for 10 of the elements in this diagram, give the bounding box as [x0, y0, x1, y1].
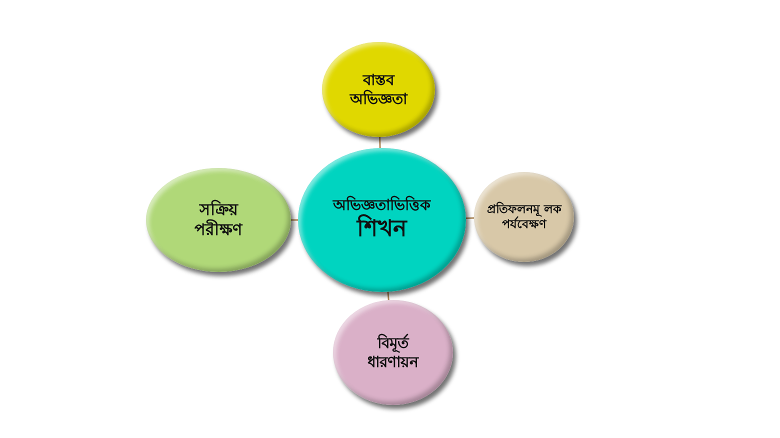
stage-label: অভিজ্ঞতাভিত্তিক — [333, 196, 431, 214]
stage-label: বাস্তব অভিজ্ঞতা — [348, 70, 409, 108]
connector-line — [387, 292, 390, 300]
stage-label: প্রতিফলনমূ লক পর্যবেক্ষণ — [486, 202, 563, 232]
connector-line — [466, 217, 474, 219]
connector-line — [291, 219, 298, 221]
stage-label: বিমূর্ত ধারণায়ন — [366, 334, 420, 372]
stage-label: সক্রিয় পরীক্ষণ — [194, 200, 244, 240]
connector-line — [379, 136, 381, 148]
stage-title: শিখন — [357, 215, 407, 244]
